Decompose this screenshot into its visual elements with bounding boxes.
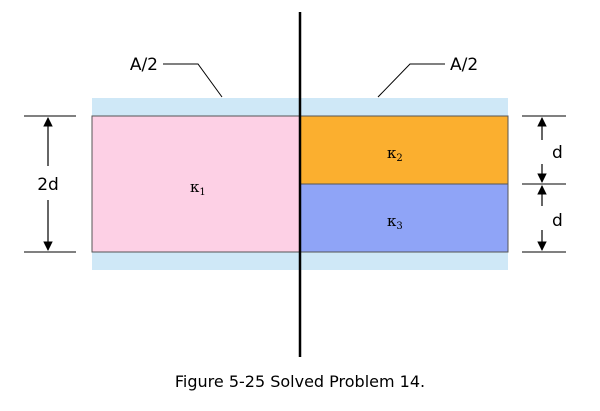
k3-subscript: 3 [396,221,402,232]
dielectric-label-k2: κ2 [387,144,403,164]
leader-line-right [377,63,445,98]
k3-symbol: κ [387,212,397,230]
k1-subscript: 1 [199,187,205,198]
dielectric-label-k1: κ1 [190,178,206,198]
k2-subscript: 2 [396,153,402,164]
leader-line-left [163,63,223,98]
figure-caption: Figure 5-25 Solved Problem 14. [174,372,426,391]
dimension-label-d-top: d [552,143,563,163]
k1-symbol: κ [190,178,200,196]
dielectric-k1-region [91,115,301,253]
area-label-left: A/2 [130,55,158,75]
dimension-label-d-bottom: d [552,211,563,231]
dielectric-label-k3: κ3 [387,212,403,232]
dielectric-k2-region [299,115,509,185]
dimension-label-2d: 2d [37,175,59,195]
area-label-right: A/2 [450,55,478,75]
dielectric-k3-region [299,183,509,253]
k2-symbol: κ [387,144,397,162]
